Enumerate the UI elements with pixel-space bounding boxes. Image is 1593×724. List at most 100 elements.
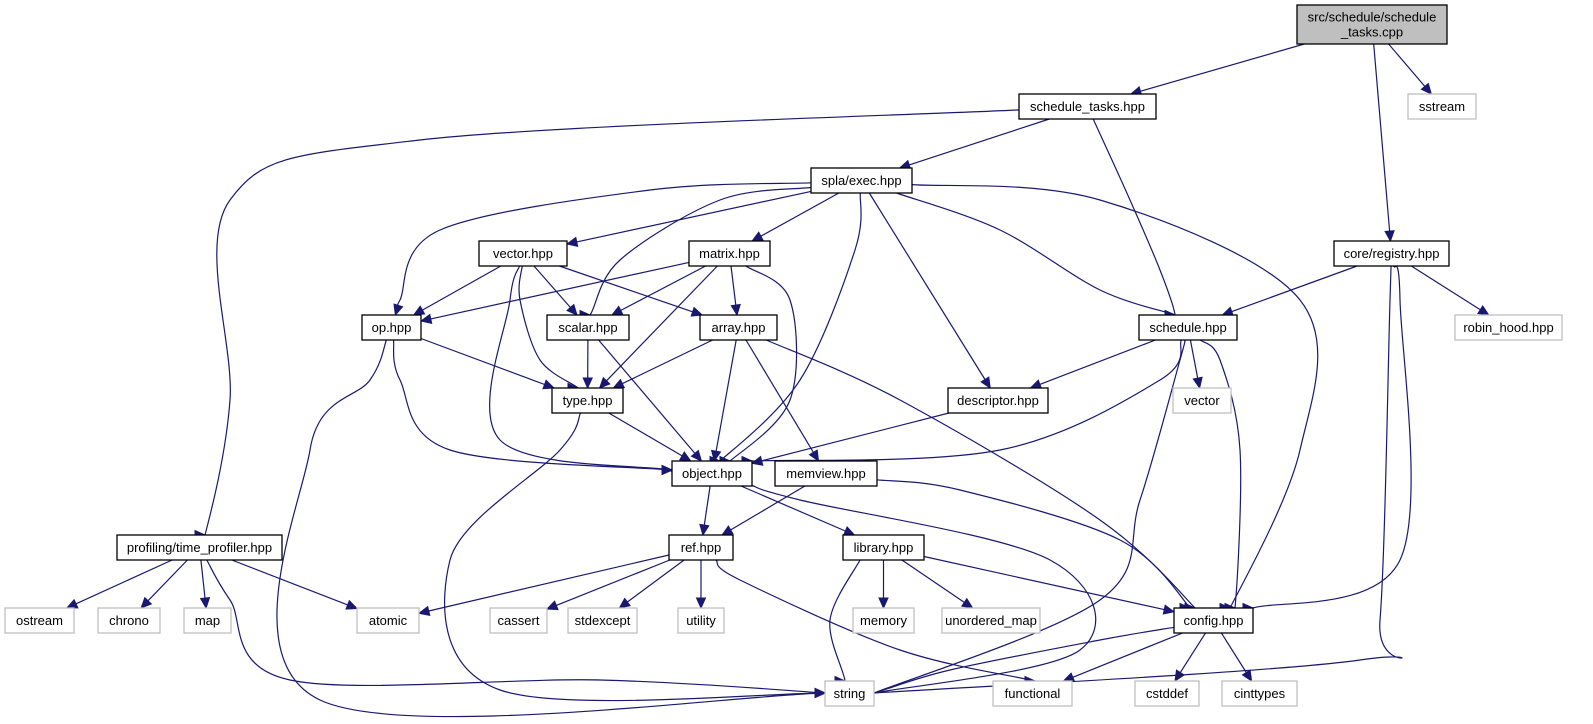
- node-label: cstddef: [1146, 686, 1188, 701]
- edge-line: [1373, 43, 1391, 232]
- arrowhead-icon: [199, 597, 211, 610]
- edge-op_hpp-to-type_hpp: [420, 337, 556, 390]
- node-spla-exec-hpp[interactable]: spla/exec.hpp: [810, 167, 913, 194]
- edge-config_hpp-to-functional: [1062, 632, 1183, 682]
- edge-line: [730, 265, 737, 306]
- edge-object_hpp-to-string: [751, 484, 1097, 699]
- node-ref-hpp[interactable]: ref.hpp: [668, 534, 734, 561]
- arrowhead-icon: [690, 449, 703, 462]
- node-map: map: [183, 607, 232, 634]
- arrowhead-icon: [598, 376, 611, 389]
- arrowhead-icon: [412, 305, 426, 316]
- edge-line: [1231, 265, 1358, 313]
- node-memview-hpp[interactable]: memview.hpp: [774, 460, 878, 487]
- edge-line: [1179, 632, 1207, 673]
- node-type-hpp[interactable]: type.hpp: [551, 387, 624, 414]
- arrowhead-icon: [393, 303, 404, 317]
- edge-time_profiler_hpp-to-map: [199, 559, 211, 610]
- edge-core_registry_hpp-to-config_hpp: [1238, 265, 1412, 614]
- node-descriptor-hpp[interactable]: descriptor.hpp: [947, 387, 1049, 414]
- arrowhead-icon: [1384, 230, 1395, 243]
- edge-line: [598, 339, 696, 454]
- node-label: object.hpp: [682, 466, 742, 481]
- node-scalar-hpp[interactable]: scalar.hpp: [546, 314, 630, 341]
- arrowhead-icon: [699, 523, 710, 537]
- node-config-hpp[interactable]: config.hpp: [1173, 607, 1254, 634]
- node-label: ref.hpp: [681, 540, 721, 555]
- edge-vector_hpp-to-array_hpp: [559, 265, 704, 317]
- edge-line: [1039, 339, 1156, 385]
- arrowhead-icon: [960, 597, 974, 609]
- arrowhead-icon: [140, 596, 153, 609]
- edge-line: [576, 190, 812, 243]
- node-core-registry-hpp[interactable]: core/registry.hpp: [1333, 240, 1450, 267]
- edge-line: [1189, 339, 1199, 379]
- node-label: descriptor.hpp: [957, 393, 1039, 408]
- node-time-profiler-hpp[interactable]: profiling/time_profiler.hpp: [116, 534, 283, 561]
- node-library-hpp[interactable]: library.hpp: [842, 534, 925, 561]
- edge-config_hpp-to-cinttypes: [1220, 632, 1253, 683]
- node-box: [1407, 93, 1477, 120]
- node-label: vector: [1184, 393, 1220, 408]
- node-object-hpp[interactable]: object.hpp: [671, 460, 753, 487]
- edge-line: [559, 265, 693, 313]
- node-vector-hpp[interactable]: vector.hpp: [478, 240, 568, 267]
- node-label: config.hpp: [1184, 613, 1244, 628]
- edge-descriptor_hpp-to-object_hpp: [750, 412, 950, 466]
- edge-line: [147, 559, 188, 602]
- node-label: schedule.hpp: [1149, 320, 1226, 335]
- edge-spla_exec_hpp-to-matrix_hpp: [751, 192, 840, 242]
- arrowhead-icon: [690, 306, 704, 317]
- arrowhead-icon: [612, 378, 626, 389]
- node-box: [1173, 607, 1254, 634]
- node-box: [1454, 314, 1563, 341]
- edge-matrix_hpp-to-array_hpp: [730, 265, 741, 317]
- node-box: [356, 607, 420, 634]
- node-label: string: [834, 686, 866, 701]
- edge-vector_hpp-to-op_hpp: [412, 265, 502, 316]
- node-box: [478, 240, 568, 267]
- node-stdexcept: stdexcept: [567, 607, 638, 634]
- arrowhead-icon: [842, 525, 856, 536]
- node-root[interactable]: src/schedule/schedule_tasks.cpp: [1296, 4, 1448, 45]
- node-utility: utility: [677, 607, 725, 634]
- node-box: [671, 460, 753, 487]
- node-box: [567, 607, 638, 634]
- edge-line: [1140, 43, 1305, 92]
- arrowhead-icon: [565, 236, 579, 247]
- edge-line: [751, 484, 1097, 697]
- edge-vector_hpp-to-object_hpp: [489, 265, 683, 476]
- node-schedule-hpp[interactable]: schedule.hpp: [1138, 314, 1238, 341]
- node-op-hpp[interactable]: op.hpp: [361, 314, 422, 341]
- arrowhead-icon: [980, 376, 991, 390]
- edge-line: [608, 412, 683, 457]
- node-box: [992, 680, 1073, 707]
- edge-spla_exec_hpp-to-op_hpp: [393, 182, 812, 317]
- node-string: string: [824, 680, 875, 707]
- arrowhead-icon: [417, 605, 431, 617]
- edge-line: [627, 559, 685, 603]
- edge-line: [194, 109, 1020, 546]
- node-box: [699, 314, 778, 341]
- edge-line: [1238, 265, 1412, 613]
- edge-schedule_tasks_hpp-to-schedule_hpp: [1092, 118, 1177, 321]
- arrowhead-icon: [1162, 604, 1176, 615]
- edge-line: [834, 262, 1403, 697]
- edge-line: [745, 339, 814, 453]
- edge-line: [422, 265, 502, 311]
- node-label: matrix.hpp: [699, 246, 760, 261]
- node-label: core/registry.hpp: [1344, 246, 1440, 261]
- node-array-hpp[interactable]: array.hpp: [699, 314, 778, 341]
- node-functional: functional: [992, 680, 1073, 707]
- edge-line: [760, 192, 840, 237]
- edge-line: [1199, 339, 1242, 621]
- edge-line: [75, 559, 173, 605]
- node-box: [1333, 240, 1450, 267]
- node-schedule-tasks-hpp[interactable]: schedule_tasks.hpp: [1018, 93, 1157, 120]
- node-label: memview.hpp: [786, 466, 865, 481]
- node-matrix-hpp[interactable]: matrix.hpp: [688, 240, 771, 267]
- edges-layer: [65, 43, 1490, 718]
- edge-line: [901, 559, 965, 603]
- arrowhead-icon: [808, 449, 820, 463]
- arrowhead-icon: [345, 599, 359, 610]
